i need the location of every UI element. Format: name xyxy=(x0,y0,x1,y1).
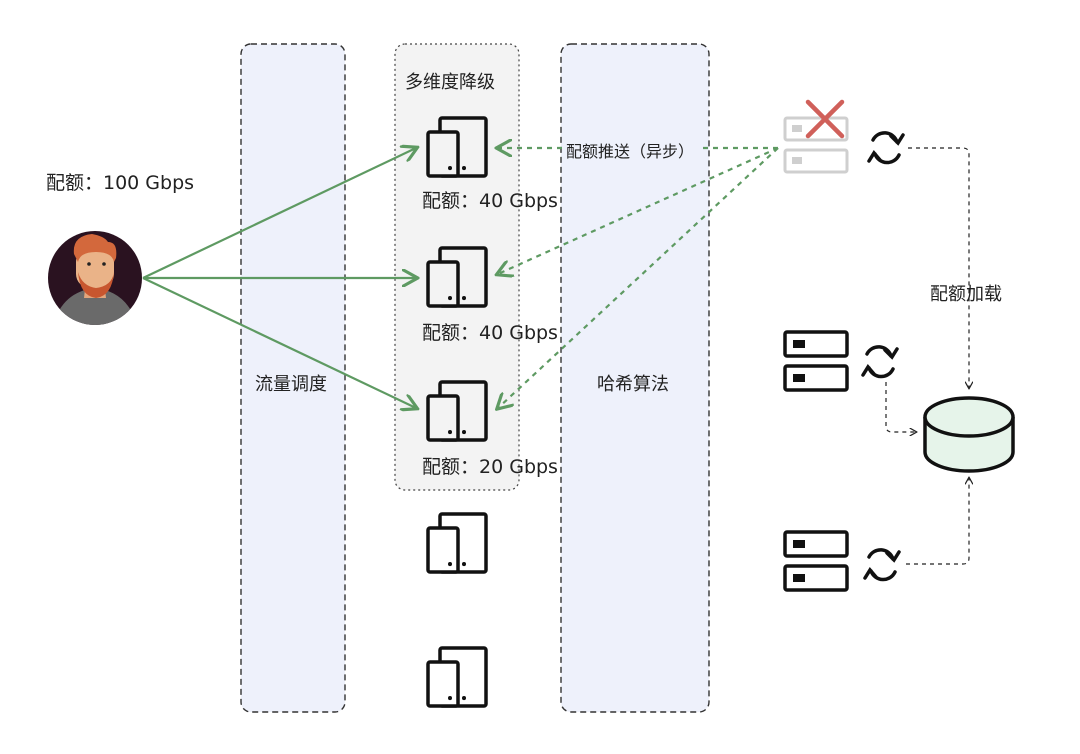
sync-icon xyxy=(863,548,901,582)
user-avatar xyxy=(48,231,142,325)
degrade-group-title: 多维度降级 xyxy=(405,72,495,93)
quota-load-connectors xyxy=(885,147,969,565)
sync-icon xyxy=(867,131,905,165)
device-icon xyxy=(426,646,488,708)
lane-label-hash-algorithm: 哈希算法 xyxy=(597,374,669,395)
server-icon xyxy=(783,330,849,392)
traffic-arrows xyxy=(142,148,416,408)
server-icon xyxy=(783,530,849,592)
node-quota-label: 配额：40 Gbps xyxy=(422,190,558,212)
device-icon xyxy=(426,380,488,442)
device-icon xyxy=(426,116,488,178)
error-x-icon xyxy=(805,99,845,139)
user-quota-label: 配额：100 Gbps xyxy=(46,172,195,194)
device-icon xyxy=(426,246,488,308)
lane-hash-algorithm xyxy=(560,43,710,713)
quota-push-label: 配额推送（异步） xyxy=(566,142,695,161)
quota-push-arrows xyxy=(498,148,779,408)
node-quota-label: 配额：40 Gbps xyxy=(422,322,558,344)
database-icon xyxy=(923,396,1015,473)
device-icon xyxy=(426,512,488,574)
node-quota-label: 配额：20 Gbps xyxy=(422,456,558,478)
failed-server-icon xyxy=(783,116,849,174)
lane-label-traffic-scheduling: 流量调度 xyxy=(255,374,327,395)
sync-icon xyxy=(861,345,899,379)
quota-load-label: 配额加载 xyxy=(930,284,1002,305)
lane-traffic-scheduling xyxy=(240,43,346,713)
